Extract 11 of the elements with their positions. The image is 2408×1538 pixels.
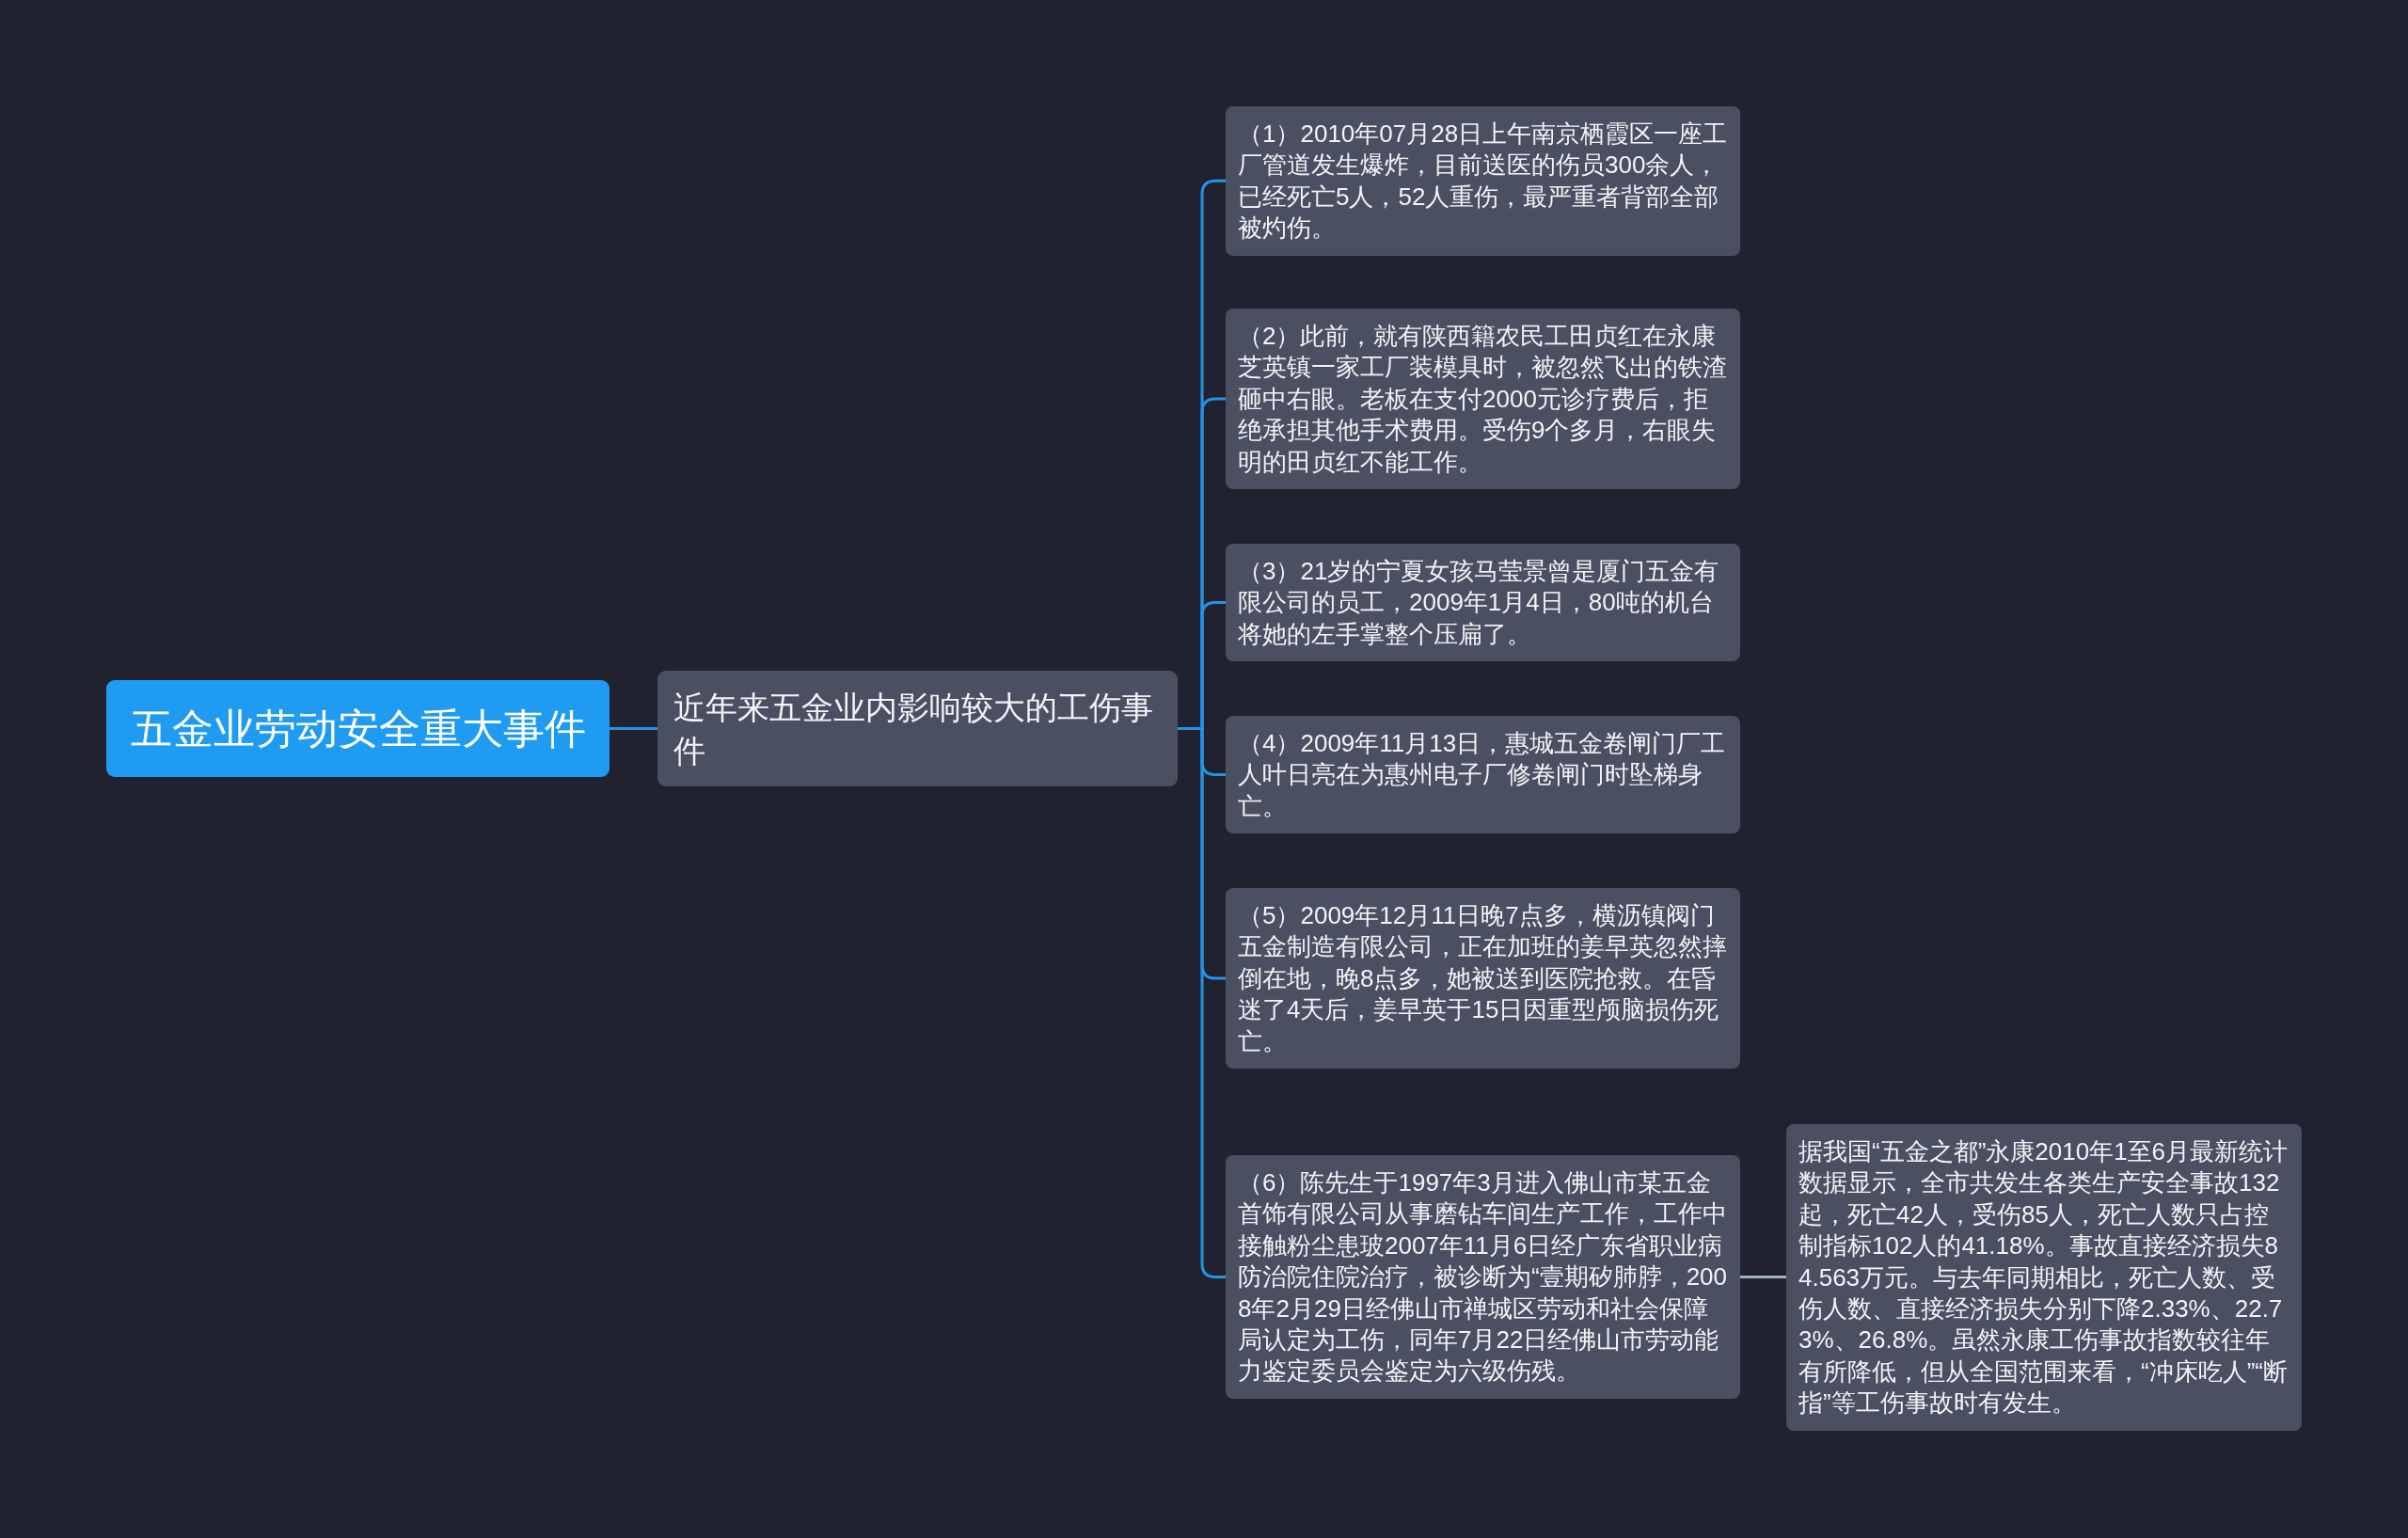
detail-box: 据我国“五金之都”永康2010年1至6月最新统计数据显示，全市共发生各类生产安全事故132起，死亡42人，受伤85人，死亡人数只占控制指标102人的41.18%。事故直接经济损失84.563万元。与去年同期相比，死亡人数、受伤人数、直接经济损失分别下降2.33%、22.73%、26.8%。虽然永康工伤事故指数较往年有所降低，但从全国范围来看，“冲床吃人”“断指”等工伤事故时有发生。: [1786, 1124, 2302, 1431]
subtopic-box: 近年来五金业内影响较大的工伤事件: [657, 671, 1178, 786]
detail-box: （6）陈先生于1997年3月进入佛山市某五金首饰有限公司从事磨钻车间生产工作，工作中接触粉尘患玻2007年11月6日经广东省职业病防治院住院治疗，被诊断为“壹期矽肺脖，2008年2月29日经佛山市禅城区劳动和社会保障局认定为工伤，同年7月22日经佛山市劳动能力鉴定委员会鉴定为六级伤残。: [1226, 1155, 1740, 1399]
detail-box: （4）2009年11月13日，惠城五金卷闸门厂工人叶日亮在为惠州电子厂修卷闸门时坠梯身亡。: [1226, 716, 1740, 834]
connector-line: [1740, 1275, 1786, 1278]
detail-box: （1）2010年07月28日上午南京栖霞区一座工厂管道发生爆炸，目前送医的伤员300余人，已经死亡5人，52人重伤，最严重者背部全部被灼伤。: [1226, 106, 1740, 256]
detail-box: （3）21岁的宁夏女孩马莹景曾是厦门五金有限公司的员工，2009年1月4日，80吨的机台将她的左手掌整个压扁了。: [1226, 544, 1740, 662]
connector-line: [610, 727, 657, 730]
main-topic-box: 五金业劳动安全重大事件: [106, 680, 610, 777]
detail-box: （2）此前，就有陕西籍农民工田贞红在永康芝英镇一家工厂装模具时，被忽然飞出的铁渣砸中右眼。老板在支付2000元诊疗费后，拒绝承担其他手术费用。受伤9个多月，右眼失明的田贞红不能工作。: [1226, 309, 1740, 490]
detail-box: （5）2009年12月11日晚7点多，横沥镇阀门五金制造有限公司，正在加班的姜早英忽然摔倒在地，晚8点多，她被送到医院抢救。在昏迷了4天后，姜早英于15日因重型颅脑损伤死亡。: [1226, 888, 1740, 1070]
